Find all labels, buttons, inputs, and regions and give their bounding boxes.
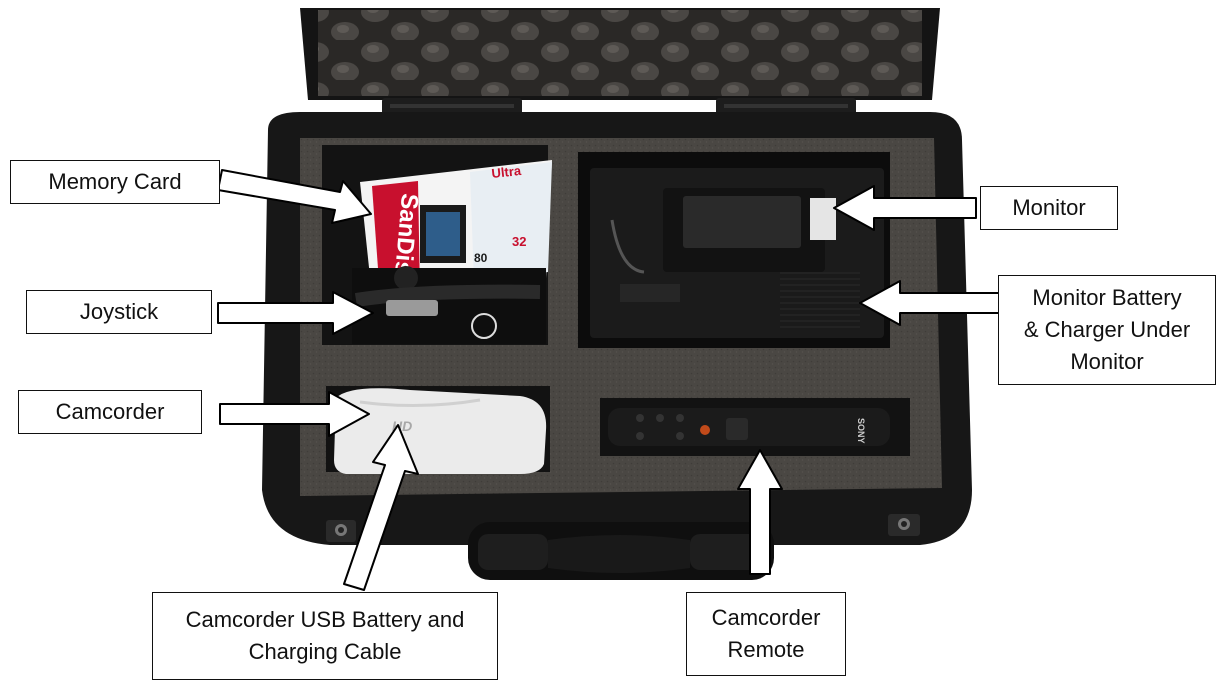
- case-handle: [468, 522, 774, 580]
- camcorder-label: Camcorder: [18, 390, 202, 434]
- arrow-monitor: [833, 185, 977, 231]
- camcorder-label-text: Camcorder: [55, 399, 165, 424]
- memory-card-label-text: Memory Card: [48, 169, 182, 194]
- monitor-battery-label-line2: & Charger Under: [1023, 317, 1191, 342]
- joystick-label: Joystick: [26, 290, 212, 334]
- memory-card-label: Memory Card: [10, 160, 220, 204]
- camcorder-item: HD: [334, 388, 547, 474]
- remote-item: SONY: [608, 408, 890, 446]
- monitor-battery-label-line1: Monitor Battery: [1032, 285, 1182, 310]
- remote-label-line2: Remote: [727, 637, 805, 662]
- monitor-label-text: Monitor: [1012, 195, 1086, 220]
- monitor-battery-label-line3: Monitor: [1070, 349, 1144, 374]
- arrow-usb-battery: [343, 424, 419, 591]
- speed-text: 80: [474, 251, 488, 265]
- arrow-remote: [737, 449, 783, 575]
- capacity-text: 32: [512, 234, 526, 249]
- monitor-battery-label: Monitor Battery & Charger Under Monitor: [998, 275, 1216, 385]
- monitor-item: [590, 168, 884, 338]
- usb-battery-label-line2: Charging Cable: [248, 639, 402, 664]
- sandisk-ultra-text: Ultra: [491, 163, 523, 181]
- usb-battery-label-line1: Camcorder USB Battery and: [185, 607, 465, 632]
- arrow-camcorder: [219, 391, 370, 437]
- joystick-label-text: Joystick: [79, 299, 159, 324]
- remote-label-line1: Camcorder: [711, 605, 821, 630]
- arrow-joystick: [217, 291, 374, 335]
- arrow-memory-card: [217, 169, 372, 224]
- monitor-label: Monitor: [980, 186, 1118, 230]
- usb-battery-label: Camcorder USB Battery and Charging Cable: [152, 592, 498, 680]
- callout-arrows: [217, 169, 1001, 591]
- memory-card-package: SanDisk Ultra 32 80: [360, 160, 552, 296]
- sony-brand-text: SONY: [856, 418, 866, 444]
- joystick-item: [352, 266, 546, 344]
- arrow-monitor-battery: [859, 280, 1001, 326]
- remote-label: Camcorder Remote: [686, 592, 846, 676]
- case-lid: [300, 8, 940, 100]
